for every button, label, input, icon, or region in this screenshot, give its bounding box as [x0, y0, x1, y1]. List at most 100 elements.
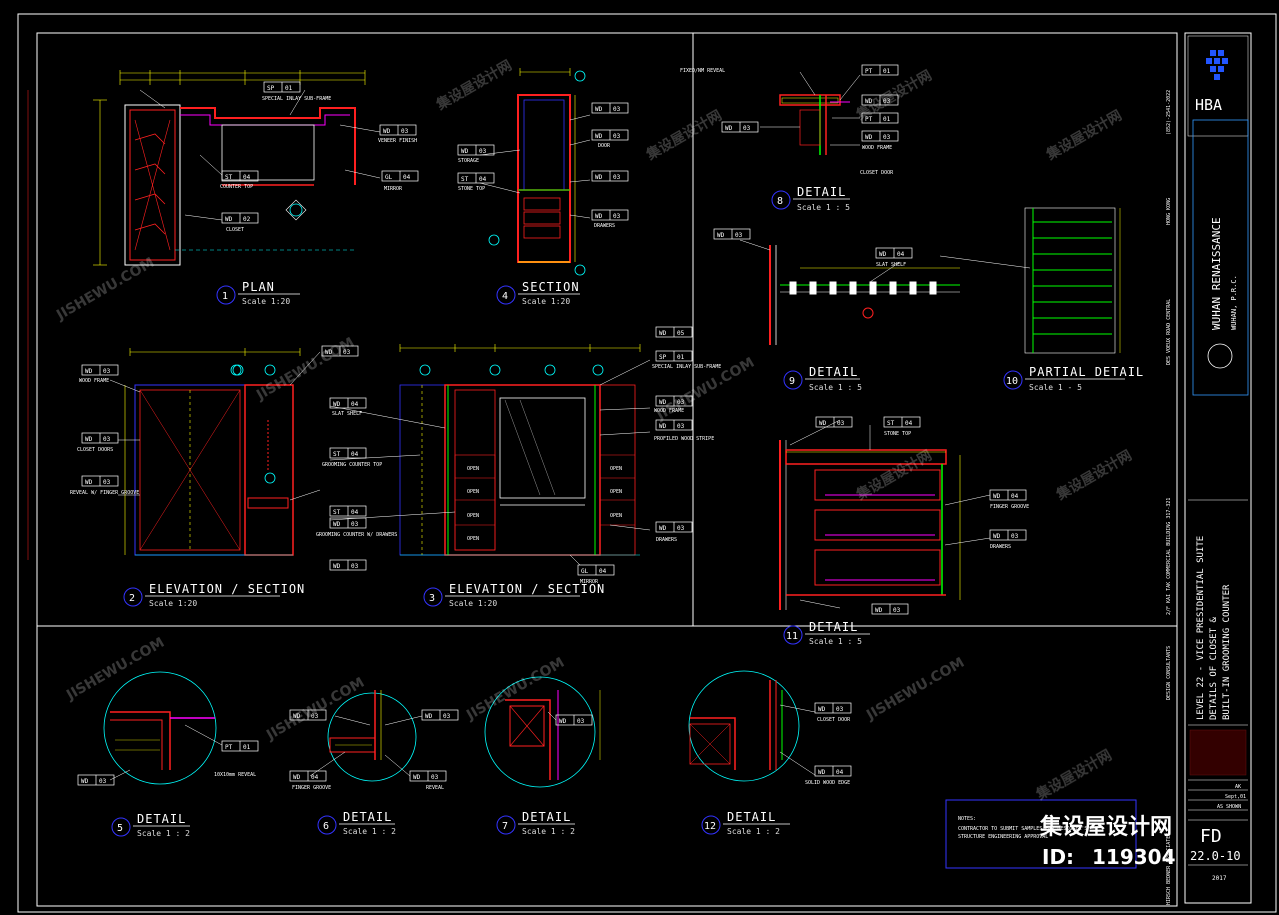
firm-address-1: 2/F KAI TAK COMMERCIAL BUILDING 317-321	[1166, 498, 1172, 615]
sheet-code: FD	[1200, 826, 1222, 847]
sheet-description-3: BUILT-IN GROOMING COUNTER	[1222, 584, 1232, 720]
tag-code: ST	[887, 420, 895, 427]
label-special-inlay: SPECIAL INLAY SUB-FRAME	[262, 96, 331, 102]
tag-code: WD	[659, 399, 667, 406]
tag-code: ST	[225, 174, 233, 181]
tag-wd03: WD 03	[591, 209, 629, 221]
view-12-detail: WD 03 CLOSET DOOR WD 04 SOLID WOOD EDGE …	[688, 670, 852, 836]
view-4-section: WD 03 STORAGE ST 04 STONE TOP WD 03 WD 0…	[457, 68, 629, 306]
tag-code: GL	[581, 568, 589, 575]
view-title: DETAIL	[727, 810, 776, 824]
tag-number: 04	[905, 420, 913, 427]
view-title: ELEVATION / SECTION	[449, 582, 605, 596]
label-stone-top: STONE TOP	[884, 431, 911, 437]
tag-wd03: WD 03	[814, 702, 852, 714]
view-number: 1	[222, 291, 228, 302]
sheet-description-2: DETAILS OF CLOSET &	[1209, 616, 1219, 720]
tag-code: WD	[85, 368, 93, 375]
view-number: 7	[502, 821, 508, 832]
tag-st04: ST 04	[329, 505, 367, 517]
tag-number: 03	[677, 423, 685, 430]
view-10-partial-detail: 10 PARTIAL DETAIL Scale 1 - 5	[1003, 207, 1144, 392]
tag-wd03: WD 03	[329, 517, 367, 529]
tag-number: 03	[883, 134, 891, 141]
title-block: HBA WUHAN RENAISSANCE WUHAN, P.R.C. 2/F …	[1166, 35, 1249, 905]
tag-wd03: WD 03	[289, 709, 327, 721]
tag-number: 01	[677, 354, 685, 361]
label-open: OPEN	[467, 513, 479, 519]
tag-code: PT	[225, 744, 233, 751]
tag-code: WD	[595, 213, 603, 220]
tag-number: 01	[883, 116, 891, 123]
notes-box: NOTES: CONTRACTOR TO SUBMIT SAMPLES FOR …	[945, 799, 1137, 869]
label-wood-frame: WOOD FRAME	[79, 378, 109, 384]
label-drawers: DRAWERS	[656, 537, 677, 543]
tag-number: 01	[883, 68, 891, 75]
firm-address-2: DES VOEUX ROAD CENTRAL	[1166, 299, 1172, 365]
view-scale: Scale 1 : 2	[727, 827, 780, 836]
view-number: 5	[117, 823, 123, 834]
view-9-detail: WD 04 SLAT SHELF WD 03 9 DETAIL Scale 1 …	[713, 228, 1031, 392]
tag-wd03: WD 03	[815, 416, 853, 428]
tag-code: WD	[993, 533, 1001, 540]
label-drawers: DRAWERS	[594, 223, 615, 229]
hba-logo-icon	[1206, 50, 1228, 80]
tag-code: WD	[461, 148, 469, 155]
tag-number: 05	[677, 330, 685, 337]
tag-wd03: WD 03	[81, 475, 119, 487]
view-scale: Scale 1:20	[149, 599, 197, 608]
tag-wd03: WD 03	[409, 770, 447, 782]
tag-number: 03	[837, 420, 845, 427]
tag-code: WD	[595, 133, 603, 140]
notes-line-2: STRUCTURE ENGINEERING APPROVAL	[958, 834, 1048, 840]
view-number: 8	[777, 196, 783, 207]
label-door: DOOR	[598, 143, 611, 149]
tag-code: WD	[659, 423, 667, 430]
consultant-name: HIRSCH BEDNER ASSOCIATES	[1166, 833, 1172, 905]
tag-wd04: WD 04	[989, 489, 1027, 501]
tag-number: 01	[285, 85, 293, 92]
view-title: PARTIAL DETAIL	[1029, 365, 1144, 379]
label-drawers: DRAWERS	[990, 544, 1011, 550]
tag-code: WD	[413, 774, 421, 781]
tag-gl04: GL 04	[381, 170, 419, 182]
label-reveal: REVEAL	[426, 785, 444, 791]
view-scale: Scale 1:20	[522, 297, 570, 306]
tag-wd03: WD 03	[591, 170, 629, 182]
view-title: DETAIL	[809, 365, 858, 379]
tag-code: WD	[85, 436, 93, 443]
view-title: DETAIL	[809, 620, 858, 634]
tag-wd03: WD 03	[861, 130, 899, 142]
tag-wd03: WD 03	[655, 419, 693, 431]
project-location: WUHAN, P.R.C.	[1230, 275, 1238, 330]
sheet-number: 22.0-10	[1190, 849, 1241, 863]
tag-number: 03	[677, 399, 685, 406]
label-wood-frame: WOOD FRAME	[654, 408, 684, 414]
label-solid-wood-edge: SOLID WOOD EDGE	[805, 780, 850, 786]
tag-wd03: WD 03	[321, 345, 359, 357]
tag-wd03: WD 03	[861, 94, 899, 106]
label-closet-door: CLOSET DOOR	[817, 717, 851, 723]
tag-code: WD	[865, 134, 873, 141]
tag-st04: ST 04	[883, 416, 921, 428]
view-6-detail: WD 03 WD 03 WD 04 FINGER GROOVE WD 03 RE…	[289, 690, 459, 836]
tag-number: 04	[243, 174, 251, 181]
view-title: DETAIL	[522, 810, 571, 824]
notes-heading: NOTES:	[958, 816, 976, 822]
tag-number: 04	[403, 174, 411, 181]
watermark-brand: 集设屋设计网	[1039, 814, 1172, 840]
label-special-inlay: SPECIAL INLAY SUB-FRAME	[652, 364, 721, 370]
tag-number: 03	[836, 706, 844, 713]
view-title: DETAIL	[137, 812, 186, 826]
tag-code: WD	[659, 525, 667, 532]
tag-number: 02	[243, 216, 251, 223]
tag-number: 03	[311, 713, 319, 720]
tag-number: 03	[351, 563, 359, 570]
tag-wd03: WD 03	[655, 521, 693, 533]
sheet-description-1: LEVEL 22 - VICE PRESIDENTIAL SUITE	[1196, 536, 1206, 720]
sheet-year: 2017	[1212, 875, 1227, 882]
tag-number: 03	[577, 718, 585, 725]
label-open: OPEN	[467, 466, 479, 472]
tag-wd03: WD 03	[421, 709, 459, 721]
